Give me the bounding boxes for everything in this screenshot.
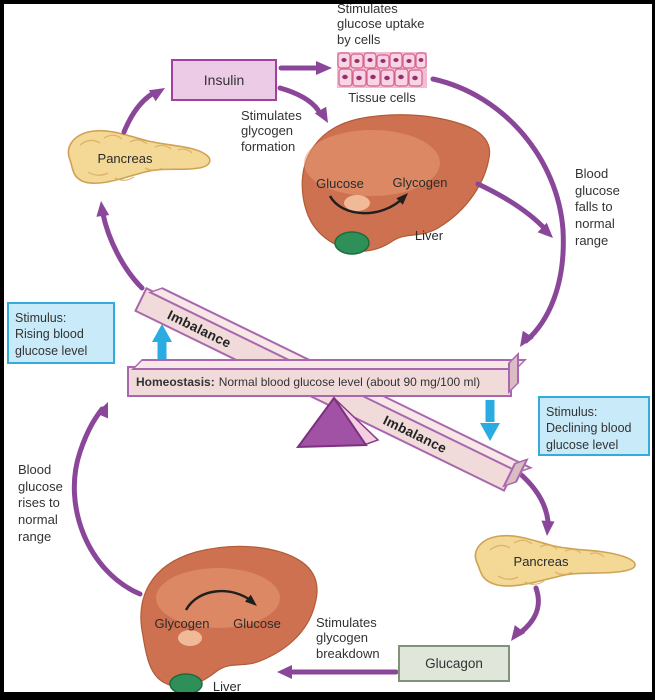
purple-arrowheads	[96, 61, 555, 679]
pancreas-bottom-illustration	[474, 534, 636, 587]
pancreas-top-illustration	[67, 129, 211, 185]
liver-top-illustration	[301, 114, 491, 255]
homeostasis-label: Homeostasis:	[136, 374, 215, 389]
liver-top-label: Liver	[414, 228, 444, 243]
liver-bottom-illustration	[140, 545, 318, 695]
blue-arrow-up	[152, 324, 172, 360]
arrow-tissue-to-homeostasis	[430, 76, 566, 344]
glucagon-label: Glucagon	[425, 656, 483, 671]
arrow-liver-to-falls	[475, 181, 549, 233]
pancreas-top-label: Pancreas	[97, 151, 153, 166]
pancreas-bottom-label: Pancreas	[513, 554, 569, 569]
stimulus-rising-box: Stimulus: Rising blood glucose level	[7, 302, 115, 364]
annotation-stimulates-uptake: Stimulates glucose uptake by cells	[337, 1, 425, 47]
insulin-label: Insulin	[203, 72, 245, 88]
tissue-cells-label: Tissue cells	[348, 90, 416, 105]
homeostasis-bar: Homeostasis: Normal blood glucose level …	[127, 366, 512, 397]
liver-bottom-glucose-label: Glucose	[233, 616, 281, 631]
arrow-pancreas-to-insulin	[121, 91, 155, 135]
tissue-cells-illustration	[337, 52, 427, 88]
liver-bottom-label: Liver	[212, 679, 242, 694]
annotation-blood-falls: Blood glucose falls to normal range	[575, 166, 620, 248]
annotation-blood-rises: Blood glucose rises to normal range	[18, 462, 63, 544]
liver-top-glycogen-label: Glycogen	[392, 175, 448, 190]
liver-bottom-glycogen-label: Glycogen	[154, 616, 210, 631]
arrow-insulin-to-liver	[277, 85, 321, 113]
insulin-box: Insulin	[171, 59, 277, 101]
fulcrum-triangle	[295, 396, 380, 449]
annotation-stimulates-breakdown: Stimulates glycogen breakdown	[316, 615, 380, 661]
annotation-stimulates-formation: Stimulates glycogen formation	[241, 108, 302, 154]
liver-top-glucose-label: Glucose	[316, 176, 364, 191]
homeostasis-text: Normal blood glucose level (about 90 mg/…	[218, 374, 481, 389]
blue-arrow-down	[480, 400, 500, 441]
glucagon-box: Glucagon	[398, 645, 510, 682]
arrow-seesaw-to-pancreas-bottom	[515, 469, 551, 524]
stimulus-declining-box: Stimulus: Declining blood glucose level	[538, 396, 650, 456]
arrow-rises-to-homeostasis	[71, 406, 143, 597]
arrow-homeostasis-to-pancreas-top	[100, 211, 145, 291]
arrow-pancreas-to-glucagon	[517, 585, 541, 636]
